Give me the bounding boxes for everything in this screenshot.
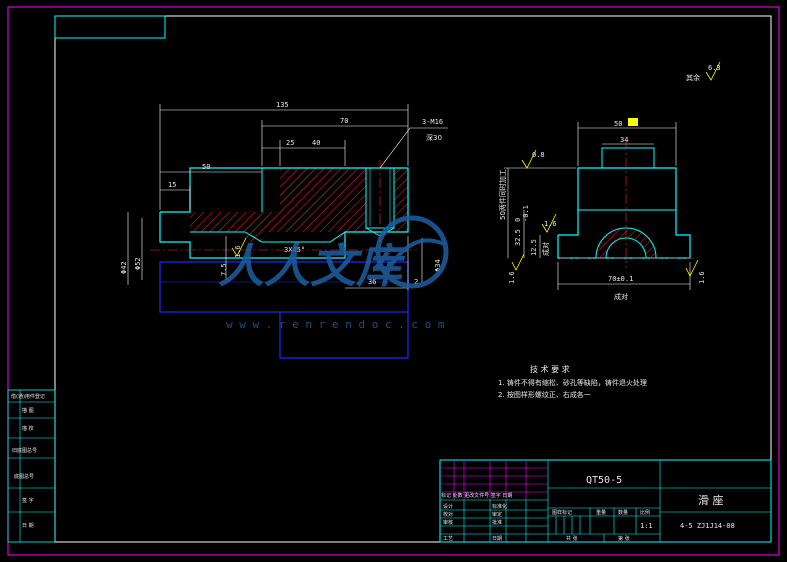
side-row-2: 描 校 xyxy=(22,425,34,432)
dim-15: 15 xyxy=(168,181,176,189)
pair-label: 成对 xyxy=(614,292,628,301)
dim-width-50: 50 xyxy=(614,120,622,128)
dim-2: 2 xyxy=(414,278,418,286)
side-row-3: 旧底图总号 xyxy=(12,447,37,454)
section-hatch-lower-right xyxy=(338,232,345,242)
mark-head: 图样标记 xyxy=(552,509,572,516)
dim-tol-top: 0 xyxy=(514,218,522,222)
weight-head: 重量 xyxy=(596,509,606,516)
dim-phi42: Φ42 xyxy=(120,261,128,274)
sheet-no: 第 张 xyxy=(618,535,630,542)
tolerance-box xyxy=(628,118,638,126)
rev-row-header: 标记 处数 更改文件号 签字 日期 xyxy=(441,492,512,499)
material: QT50-5 xyxy=(586,475,622,486)
dim-height-note: 50两件同时加工 xyxy=(498,169,507,220)
dim-12-5: 12.5 xyxy=(530,239,538,256)
drawing-number: 4-5 ZJ1J14-08 xyxy=(680,522,735,530)
scale-head: 比例 xyxy=(640,509,650,516)
tech-req-line1: 1. 铸件不得有缩松、砂孔等缺陷，铸件退火处理 xyxy=(498,378,647,387)
role2-3: 日期 xyxy=(492,536,502,542)
title-block: 标记 处数 更改文件号 签字 日期 设计 校对 审核 工艺 标准化 审定 批准 … xyxy=(439,459,772,543)
side-row-4: 底图总号 xyxy=(14,473,34,480)
dim-tol-bot: -0.1 xyxy=(522,205,530,222)
surface-note-label: 其余 xyxy=(686,73,700,82)
dim-top-34: 34 xyxy=(620,136,628,144)
watermark: 人人文库 w w w . r e n r e n d o c . c o m xyxy=(218,215,449,331)
dim-base: 70±0.1 xyxy=(608,275,633,283)
part-name: 滑 座 xyxy=(698,493,724,507)
surface-note-value: 6.3 xyxy=(708,64,721,72)
role2-1: 审定 xyxy=(492,511,502,518)
dim-top-span: 70 xyxy=(340,117,348,125)
dim-phi34: Φ34 xyxy=(434,259,442,272)
outer-border xyxy=(7,6,780,556)
side-row-1: 描 图 xyxy=(22,407,34,414)
tech-req-title: 技 术 要 求 xyxy=(530,364,570,374)
role-0: 设计 xyxy=(443,503,453,510)
side-registration-table: 借(通)用件登记 描 图 描 校 旧底图总号 底图总号 签 字 日 期 xyxy=(7,389,56,543)
roughness-d: 1.6 xyxy=(698,271,706,284)
dim-overall: 135 xyxy=(276,101,289,109)
watermark-chars: 人人文库 xyxy=(218,239,410,293)
side-row-5: 签 字 xyxy=(22,497,34,504)
top-left-code-box xyxy=(54,15,166,39)
role-2: 审核 xyxy=(443,519,453,526)
front-view: 135 70 25 40 50 15 36 2 3-M16 深30 3X45° … xyxy=(120,101,448,359)
role-3: 工艺 xyxy=(443,536,453,542)
dim-40: 40 xyxy=(312,139,320,147)
roughness-a: 0.8 xyxy=(532,151,545,159)
role2-2: 批准 xyxy=(492,519,502,526)
role2-0: 标准化 xyxy=(492,503,507,510)
section-hatch-left xyxy=(190,212,280,232)
inner-frame xyxy=(54,15,772,543)
side-row-6: 日 期 xyxy=(22,523,34,529)
dim-7-5: 7.5 xyxy=(220,263,228,276)
roughness-b: 1.6 xyxy=(544,220,557,228)
dim-32-5: 32.5 xyxy=(514,229,522,246)
side-view: 50 34 50两件同时加工 32.5 0 -0.1 12.5 成对 70±0.… xyxy=(498,118,706,301)
watermark-url: w w w . r e n r e n d o c . c o m xyxy=(226,318,445,331)
surface-finish-note: 其余 6.3 xyxy=(686,61,721,82)
section-hatch-boss xyxy=(280,168,366,232)
dim-chamfer: 3X45° xyxy=(284,246,305,254)
roughness-c: 1.6 xyxy=(508,271,516,284)
sheet-total: 共 张 xyxy=(566,535,578,542)
scale-value: 1:1 xyxy=(640,522,653,530)
dim-holes-1: 3-M16 xyxy=(422,118,443,126)
dim-25: 25 xyxy=(286,139,294,147)
dim-36: 36 xyxy=(368,278,376,286)
technical-requirements: 技 术 要 求 1. 铸件不得有缩松、砂孔等缺陷，铸件退火处理 2. 按图样形螺… xyxy=(498,364,647,399)
tech-req-line2: 2. 按图样形螺纹正、右成各一 xyxy=(498,390,591,399)
qty-head: 数量 xyxy=(618,509,628,516)
dim-phi52: Φ52 xyxy=(134,257,142,270)
role-1: 校对 xyxy=(443,511,453,518)
front-outline xyxy=(159,167,409,259)
dim-50: 50 xyxy=(202,163,210,171)
section-hatch-right xyxy=(394,168,408,232)
side-row-0: 借(通)用件登记 xyxy=(11,393,45,400)
roughness-front: 1.6 xyxy=(234,245,242,258)
dim-holes-2: 深30 xyxy=(426,133,442,142)
side-outline xyxy=(557,167,691,259)
pair-left: 成对 xyxy=(541,242,550,256)
